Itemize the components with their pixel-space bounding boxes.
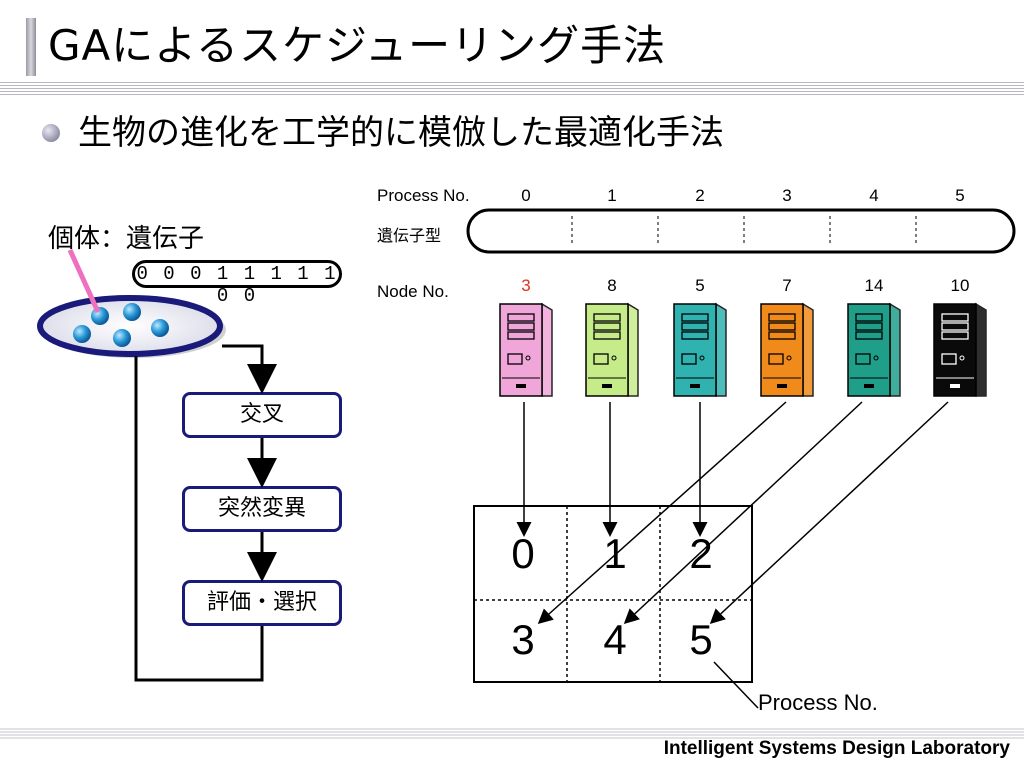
process-number: 5	[955, 186, 965, 205]
flow-step-crossover: 交叉	[182, 392, 342, 438]
process-number: 4	[869, 186, 879, 205]
genotype-pill	[466, 208, 1016, 254]
slide-title: GAによるスケジューリング手法	[48, 21, 667, 70]
grid-process-2: 2	[689, 530, 713, 577]
bullet-text: 生物の進化を工学的に模倣した最適化手法	[78, 113, 724, 153]
genotype-label: 遺伝子型	[377, 226, 442, 245]
node-number: 8	[607, 276, 617, 295]
title-rule	[0, 82, 1024, 96]
individual-dot	[123, 303, 141, 321]
process-number: 3	[782, 186, 792, 205]
server-icon	[585, 302, 639, 397]
node-number: 10	[950, 276, 970, 295]
server-icon	[499, 302, 553, 397]
individual-dot	[113, 329, 131, 347]
process-number: 0	[521, 186, 531, 205]
server-icon	[673, 302, 727, 397]
process-number: 2	[695, 186, 705, 205]
grid-process-3: 3	[511, 616, 535, 663]
server-icon	[933, 302, 987, 397]
process-header: Process No.	[377, 186, 470, 205]
title-accent-bar	[26, 18, 36, 76]
individual-dot	[151, 319, 169, 337]
node-number: 14	[864, 276, 884, 295]
individual-dot	[91, 307, 109, 325]
pointer-line	[67, 248, 101, 314]
node-number: 5	[695, 276, 705, 295]
footer-lab-name: Intelligent Systems Design Laboratory	[663, 738, 1010, 759]
node-number: 3	[521, 276, 531, 295]
grid-process-4: 4	[603, 616, 627, 663]
grid-caption: Process No.	[758, 690, 878, 715]
genome-string: 0 0 0 1 1 1 1 1 0 0	[132, 260, 342, 307]
server-icon	[847, 302, 901, 397]
grid-process-1: 1	[603, 530, 627, 577]
individual-dot	[73, 325, 91, 343]
grid-process-0: 0	[511, 530, 535, 577]
node-header: Node No.	[377, 282, 449, 301]
individual-label: 個体：遺伝子	[48, 224, 205, 254]
bullet-icon	[42, 124, 60, 142]
process-number: 1	[607, 186, 617, 205]
grid-process-5: 5	[689, 616, 713, 663]
footer-rule	[0, 728, 1024, 739]
node-number: 7	[782, 276, 792, 295]
server-icon	[760, 302, 814, 397]
